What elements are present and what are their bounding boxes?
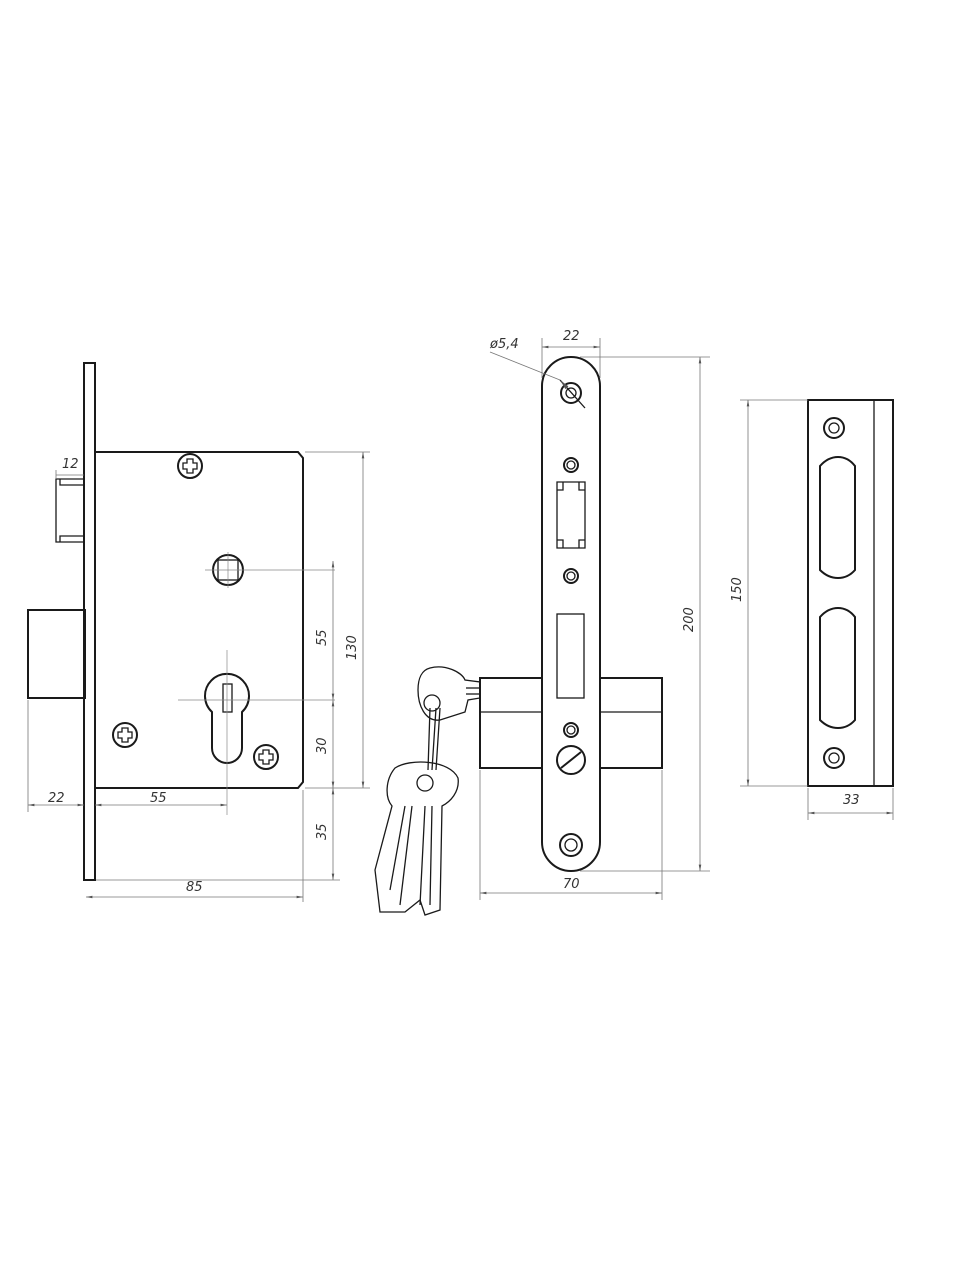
dim-faceplate-length: 200 <box>682 607 697 632</box>
mortise-lock-side-view: 12 22 55 85 55 130 30 35 <box>27 362 370 902</box>
screw-icon <box>253 744 279 770</box>
strike-slot <box>819 606 856 730</box>
screw-icon <box>177 453 203 479</box>
dim-hole-diameter: ø5,4 <box>489 337 519 352</box>
dim-cylinder-to-bottom: 30 <box>315 737 330 754</box>
mounting-hole-icon <box>823 747 845 769</box>
dim-latch: 12 <box>62 457 79 472</box>
screw-icon <box>112 722 138 748</box>
dim-backset-offset: 22 <box>48 791 65 806</box>
latch-bolt <box>55 478 85 543</box>
cylinder-hole <box>178 650 335 815</box>
mounting-hole-icon <box>823 417 845 439</box>
dim-backset: 55 <box>150 791 167 806</box>
strike-plate-view: 150 33 <box>730 399 894 820</box>
mortise-lock-front-view: ø5,4 22 200 70 <box>479 329 710 900</box>
dim-body-height: 130 <box>345 635 360 660</box>
mounting-hole-icon <box>560 382 582 404</box>
keys-icon <box>374 666 481 916</box>
strike-plate <box>807 399 894 787</box>
latch-opening <box>556 481 586 549</box>
dim-cylinder-length: 70 <box>563 877 580 892</box>
lock-body <box>95 451 304 789</box>
dim-spindle-to-cylinder: 55 <box>315 629 330 646</box>
dim-bottom-extension: 35 <box>315 823 330 840</box>
dim-strike-width: 33 <box>843 793 860 808</box>
mounting-hole-icon <box>563 722 579 738</box>
bolt-opening <box>556 613 585 699</box>
mounting-hole-icon <box>563 568 579 584</box>
dead-bolt <box>27 609 86 699</box>
dim-faceplate-width: 22 <box>563 329 580 344</box>
spindle-hole <box>205 552 335 588</box>
mounting-hole-icon <box>559 833 583 857</box>
dim-strike-length: 150 <box>730 577 745 602</box>
strike-slot <box>819 455 856 580</box>
mounting-hole-icon <box>563 457 579 473</box>
dim-depth: 85 <box>186 880 203 895</box>
cylinder-screw-icon <box>556 745 586 775</box>
